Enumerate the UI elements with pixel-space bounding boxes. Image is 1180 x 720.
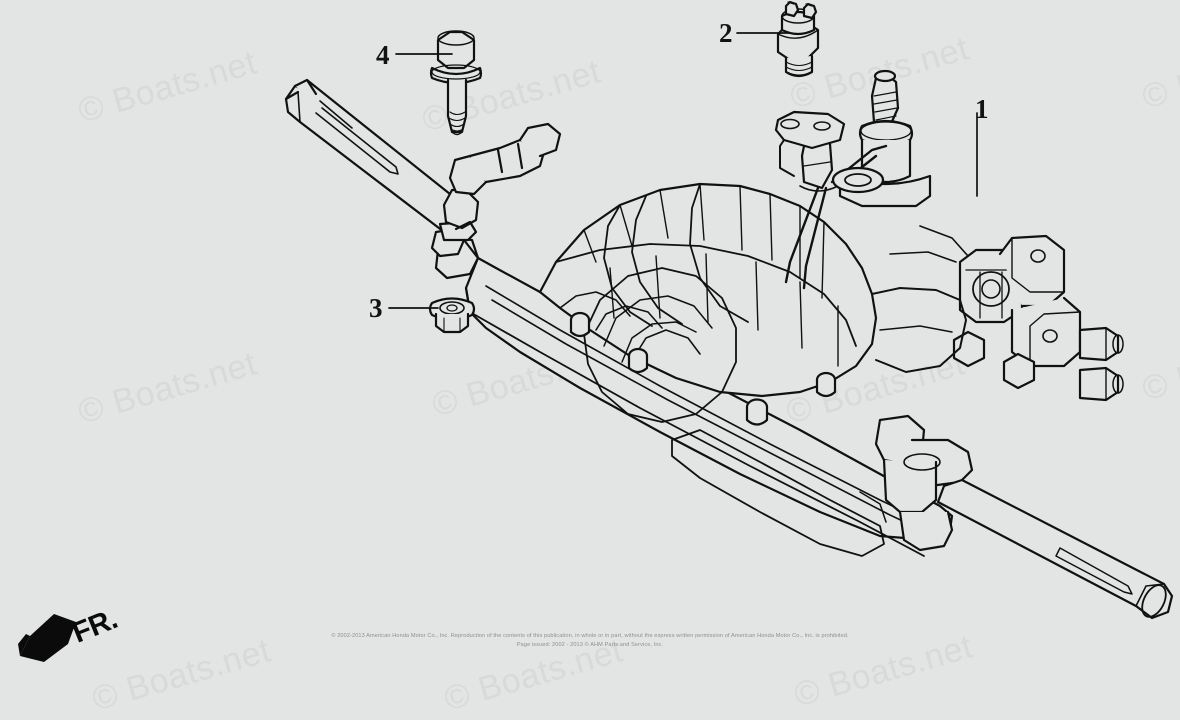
right-mount-boss: [874, 414, 974, 552]
copyright-footer: © 2002-2013 American Honda Motor Co., In…: [0, 632, 1180, 650]
part-flange-bolt: [429, 30, 483, 136]
left-axle-shaft: [284, 78, 472, 240]
right-axle-shaft: [936, 478, 1174, 620]
copyright-line-1: © 2002-2013 American Honda Motor Co., In…: [331, 633, 849, 639]
part-flange-nut: [428, 297, 476, 334]
pulley-housing: [583, 267, 737, 423]
transmission-line-art: [284, 0, 1174, 620]
fr-arrow-icon: [18, 614, 76, 662]
copyright-line-2: Page issued: 2002 - 2013 © AHM Parts and…: [516, 642, 664, 648]
left-mount-bracket: [430, 122, 562, 280]
callout-number-transmission-assembly[interactable]: 1: [975, 94, 989, 124]
callout-number-switch-sensor[interactable]: 2: [719, 18, 733, 48]
top-mount-flange: [774, 110, 846, 150]
callout-number-flange-nut[interactable]: 3: [369, 293, 383, 323]
lower-case-plate: [671, 429, 887, 557]
front-orientation-mark: FR.: [16, 603, 126, 666]
oil-fill-port: [831, 166, 885, 194]
callout-number-flange-bolt[interactable]: 4: [376, 40, 390, 70]
case-ribs: [559, 183, 749, 355]
leader-lines: [388, 32, 978, 309]
callout-layer: 1 2 3 4: [369, 18, 989, 323]
case-right-shoulder: [871, 225, 969, 373]
hydraulic-valve-body: [952, 234, 1124, 402]
part-switch-sensor: [776, 0, 820, 78]
valve-bosses: [569, 311, 837, 426]
